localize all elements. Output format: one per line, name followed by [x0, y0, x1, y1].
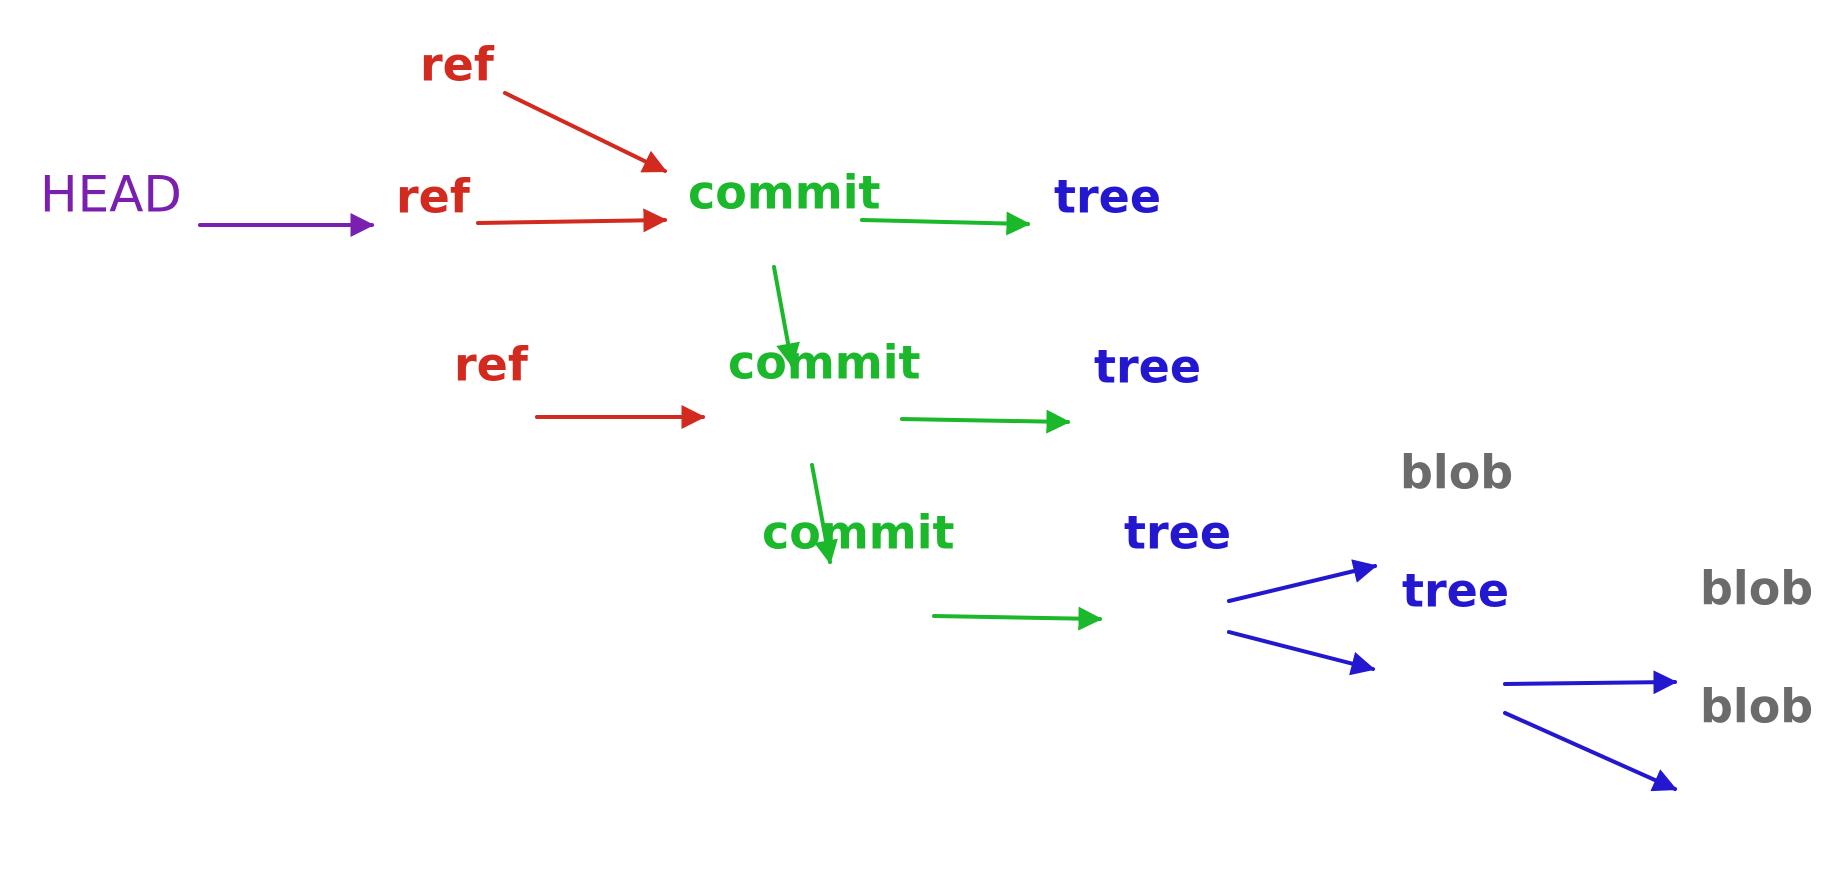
- node-tree-4: tree: [1402, 564, 1509, 618]
- edge-commit-1-to-commit-2: [772, 265, 800, 368]
- node-commit-3: commit: [762, 506, 955, 560]
- edge-tree-4-to-blob-2: [1503, 670, 1678, 695]
- node-blob-3: blob: [1700, 680, 1813, 734]
- node-ref-1: ref: [396, 170, 471, 224]
- node-tree-1: tree: [1054, 170, 1161, 224]
- edge-ref-top-to-commit-1: [503, 91, 668, 173]
- node-blob-2: blob: [1700, 562, 1813, 616]
- nodes: HEAD ref ref ref commit commit commit tr…: [40, 38, 1813, 734]
- edge-tree-3-to-blob-1: [1227, 559, 1378, 603]
- node-ref-top: ref: [420, 38, 495, 92]
- edge-commit-2-to-commit-3: [810, 463, 838, 565]
- edge-tree-4-to-blob-3: [1503, 711, 1678, 792]
- node-commit-1: commit: [688, 166, 881, 220]
- edge-ref-1-to-commit-1: [476, 208, 668, 233]
- edge-tree-3-to-tree-4: [1227, 630, 1376, 676]
- node-tree-2: tree: [1094, 340, 1201, 394]
- node-commit-2: commit: [728, 336, 921, 390]
- node-head: HEAD: [40, 166, 182, 224]
- node-ref-2: ref: [454, 338, 529, 392]
- node-tree-3: tree: [1124, 506, 1231, 560]
- edge-commit-1-to-tree-1: [860, 211, 1031, 236]
- edges: [198, 91, 1678, 792]
- edge-commit-3-to-tree-3: [932, 606, 1103, 631]
- edge-commit-2-to-tree-2: [900, 409, 1071, 434]
- node-blob-1: blob: [1400, 446, 1513, 500]
